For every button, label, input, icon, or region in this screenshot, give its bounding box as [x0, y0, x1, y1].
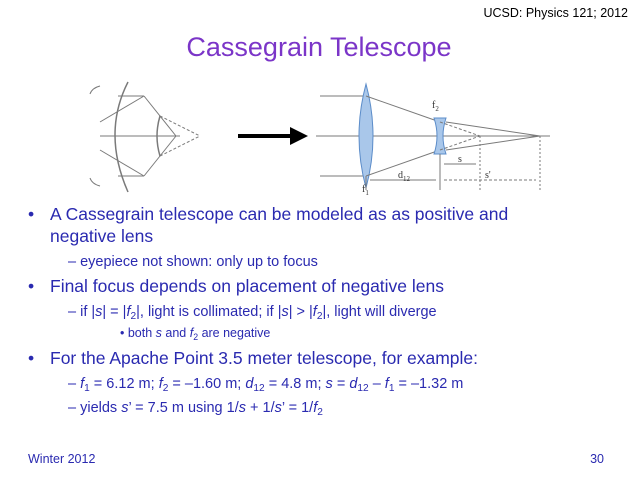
label-s: s — [458, 154, 462, 165]
course-header: UCSD: Physics 121; 2012 — [483, 6, 628, 20]
label-d12: d12 — [398, 170, 411, 183]
slide-title: Cassegrain Telescope — [186, 32, 452, 62]
bullet-3: • For the Apache Point 3.5 meter telesco… — [28, 348, 479, 368]
bullet-1-sub: – eyepiece not shown: only up to focus — [68, 254, 318, 270]
footer-date: Winter 2012 — [28, 452, 96, 466]
lens-model — [316, 82, 550, 190]
label-s-prime: s' — [485, 170, 491, 181]
bullet-1-line2: negative lens — [50, 226, 154, 246]
mirror-sketch — [89, 81, 201, 193]
bullet-3-sub1: – f1 = 6.12 m; f2 = –1.60 m; d12 = 4.8 m… — [68, 376, 464, 394]
page-number: 30 — [590, 452, 604, 466]
bullet-2: • Final focus depends on placement of ne… — [28, 276, 445, 296]
label-f1: f1 — [362, 184, 369, 196]
cassegrain-diagram: f2 f1 d12 s s' — [89, 81, 550, 196]
bullet-dot: • — [28, 204, 35, 224]
bullet-2-sub: – if |s| = |f2|, light is collimated; if… — [68, 304, 437, 322]
bullet-1: • A Cassegrain telescope can be modeled … — [28, 204, 509, 224]
bullet-2-subsub: • both s and f2 are negative — [120, 326, 271, 342]
label-f2: f2 — [432, 100, 439, 113]
bullet-3-sub2: – yields s’ = 7.5 m using 1/s + 1/s’ = 1… — [68, 400, 323, 418]
arrow-icon — [238, 127, 308, 145]
